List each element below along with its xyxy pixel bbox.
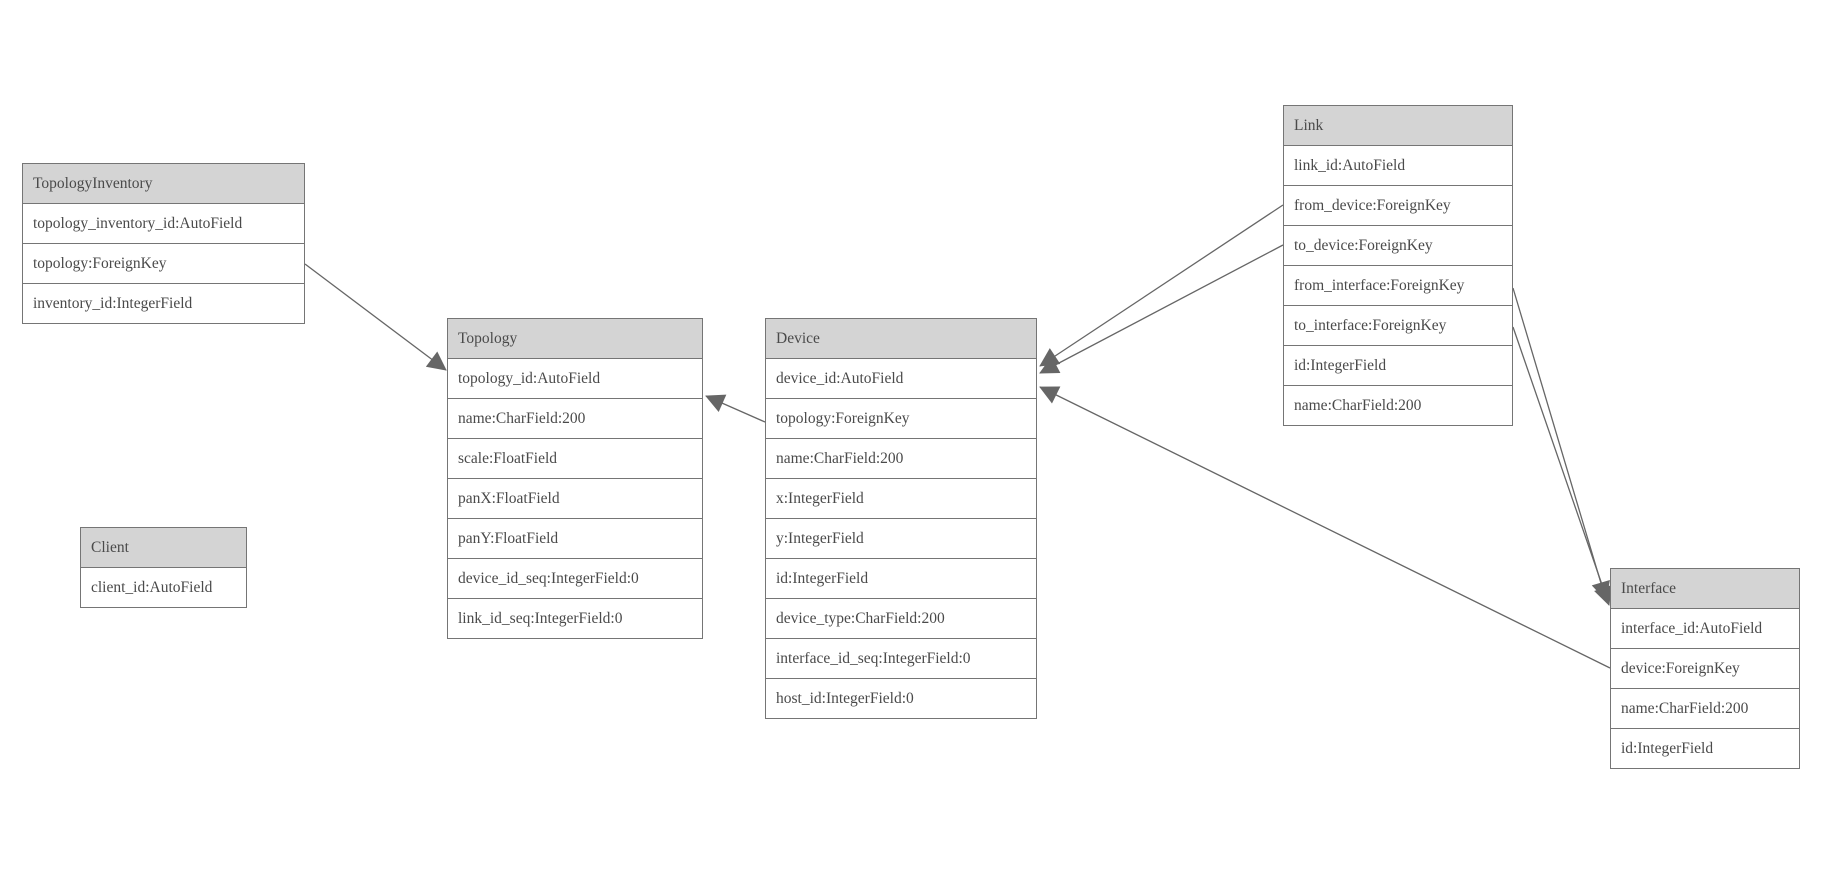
- entity-field: device_type:CharField:200: [766, 598, 1036, 638]
- entity-field: y:IntegerField: [766, 518, 1036, 558]
- relation-link-from-device-to-device: [1039, 204, 1284, 367]
- entity-field: x:IntegerField: [766, 478, 1036, 518]
- entity-field: from_interface:ForeignKey: [1284, 265, 1512, 305]
- entity-field: host_id:IntegerField:0: [766, 678, 1036, 718]
- entity-title-device: Device: [766, 319, 1036, 358]
- relation-topology-inventory-topology-to-topology: [304, 263, 447, 371]
- entity-field: device_id_seq:IntegerField:0: [448, 558, 702, 598]
- entity-field: name:CharField:200: [448, 398, 702, 438]
- entity-field: interface_id:AutoField: [1611, 608, 1799, 648]
- entity-field: client_id:AutoField: [81, 567, 246, 607]
- entity-title-interface: Interface: [1611, 569, 1799, 608]
- entity-field: link_id_seq:IntegerField:0: [448, 598, 702, 638]
- entity-field: panX:FloatField: [448, 478, 702, 518]
- entity-field: name:CharField:200: [1284, 385, 1512, 425]
- entity-field: device_id:AutoField: [766, 358, 1036, 398]
- entity-field: topology:ForeignKey: [766, 398, 1036, 438]
- entity-field: to_interface:ForeignKey: [1284, 305, 1512, 345]
- entity-title-topology-inventory: TopologyInventory: [23, 164, 304, 203]
- relation-link-from-interface-to-interface: [1512, 287, 1610, 601]
- relation-device-topology-to-topology: [705, 394, 766, 423]
- entity-field: device:ForeignKey: [1611, 648, 1799, 688]
- entity-field: topology_inventory_id:AutoField: [23, 203, 304, 243]
- entity-field: to_device:ForeignKey: [1284, 225, 1512, 265]
- entity-field: inventory_id:IntegerField: [23, 283, 304, 323]
- entity-field: id:IntegerField: [766, 558, 1036, 598]
- entity-field: link_id:AutoField: [1284, 145, 1512, 185]
- entity-title-link: Link: [1284, 106, 1512, 145]
- entity-title-topology: Topology: [448, 319, 702, 358]
- entity-field: id:IntegerField: [1284, 345, 1512, 385]
- entity-field: topology_id:AutoField: [448, 358, 702, 398]
- entity-field: topology:ForeignKey: [23, 243, 304, 283]
- relation-interface-device-to-device: [1039, 386, 1611, 669]
- entity-field: from_device:ForeignKey: [1284, 185, 1512, 225]
- entity-title-client: Client: [81, 528, 246, 567]
- entity-field: panY:FloatField: [448, 518, 702, 558]
- entity-field: id:IntegerField: [1611, 728, 1799, 768]
- relation-link-to-interface-to-interface: [1512, 326, 1613, 606]
- entity-field: name:CharField:200: [1611, 688, 1799, 728]
- entity-field: scale:FloatField: [448, 438, 702, 478]
- entity-field: name:CharField:200: [766, 438, 1036, 478]
- relation-link-to-device-to-device: [1039, 244, 1284, 374]
- entity-field: interface_id_seq:IntegerField:0: [766, 638, 1036, 678]
